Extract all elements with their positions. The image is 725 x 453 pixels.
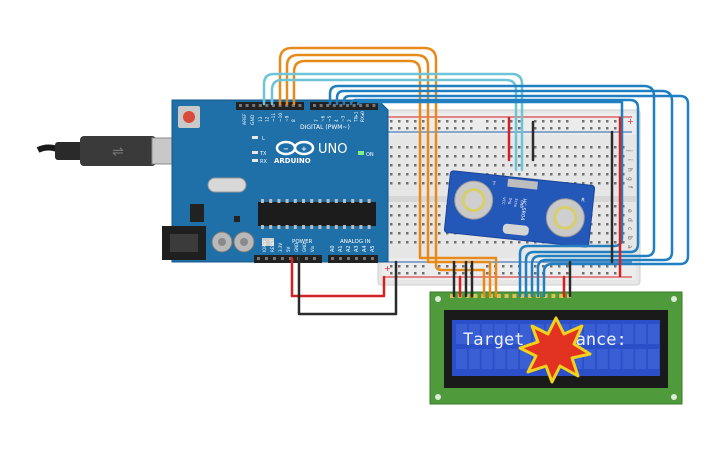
digital-pin-label: 13 bbox=[258, 116, 264, 122]
analog-pin-label: A4 bbox=[362, 245, 368, 252]
svg-text:GND: GND bbox=[519, 200, 524, 209]
svg-text:e: e bbox=[626, 209, 633, 213]
wire-red-power[interactable] bbox=[290, 256, 386, 298]
digital-pin-label: 4 bbox=[334, 119, 340, 122]
led-l bbox=[252, 136, 258, 139]
wire-blue-4[interactable] bbox=[349, 98, 640, 298]
digital-pin-label: ~5 bbox=[327, 115, 333, 122]
digital-pin-label: 8 bbox=[291, 119, 297, 122]
svg-text:c: c bbox=[626, 227, 633, 230]
led-tx bbox=[252, 151, 258, 154]
svg-text:i: i bbox=[626, 159, 633, 161]
digital-pin-label: RX◂0 bbox=[360, 111, 366, 122]
svg-text:j: j bbox=[626, 149, 633, 152]
analog-pin-label: A0 bbox=[330, 245, 336, 252]
svg-text:d: d bbox=[626, 218, 633, 222]
model-label: UNO bbox=[318, 142, 347, 157]
sensor-label: HC-SR04 bbox=[519, 198, 527, 221]
digital-header-right bbox=[310, 102, 378, 110]
power-led bbox=[358, 151, 364, 155]
power-pin-label: RESET bbox=[270, 239, 275, 252]
digital-pin-label: ~3 bbox=[340, 115, 346, 122]
wire-orange-1[interactable] bbox=[278, 46, 486, 298]
svg-text:POWER: POWER bbox=[292, 239, 313, 245]
wire-blue-1[interactable] bbox=[328, 84, 656, 298]
usb-icon: ⇌ bbox=[112, 144, 124, 160]
power-pin-label: 5V bbox=[286, 246, 291, 252]
svg-text:TX: TX bbox=[259, 151, 267, 157]
digital-pin-label: 2 bbox=[347, 119, 353, 122]
power-pin-label: GND bbox=[294, 243, 299, 252]
voltage-regulator bbox=[190, 204, 204, 222]
power-pin-label: Vin bbox=[310, 245, 315, 252]
digital-header-left bbox=[236, 102, 304, 110]
svg-text:T: T bbox=[491, 181, 497, 187]
digital-pin-label: ~10 bbox=[278, 113, 284, 122]
svg-text:Echo: Echo bbox=[513, 198, 518, 207]
rail-plus-label-bottom: + bbox=[384, 264, 391, 273]
svg-text:a: a bbox=[626, 245, 633, 249]
crystal-oscillator bbox=[207, 177, 247, 193]
svg-text:ON: ON bbox=[366, 152, 374, 158]
analog-pin-label: A1 bbox=[338, 245, 344, 252]
wire-blue-2[interactable] bbox=[335, 89, 674, 298]
burnt-warning-icon bbox=[518, 316, 592, 384]
svg-text:g: g bbox=[626, 177, 633, 181]
hc-sr04-sensor[interactable]: HC-SR04 T R VCC Trig Echo GND bbox=[443, 170, 596, 248]
digital-pin-label: 7 bbox=[314, 119, 320, 122]
digital-pin-label: 12 bbox=[265, 116, 271, 122]
digital-pin-label: ~6 bbox=[321, 115, 327, 122]
atmega-chip bbox=[258, 202, 376, 226]
svg-text:L: L bbox=[262, 136, 265, 142]
wire-light-blue-1[interactable] bbox=[262, 72, 524, 172]
power-pin-label: 3.3V bbox=[278, 243, 283, 252]
digital-pin-label: ~9 bbox=[284, 115, 290, 122]
wires[interactable] bbox=[262, 46, 690, 316]
svg-text:R: R bbox=[581, 197, 586, 203]
digital-pin-label: TX▸1 bbox=[354, 111, 360, 123]
svg-text:−: − bbox=[283, 145, 289, 153]
digital-label: DIGITAL (PWM~) bbox=[300, 124, 350, 131]
svg-text:ANALOG IN: ANALOG IN bbox=[340, 239, 371, 245]
analog-pin-label: A2 bbox=[346, 245, 352, 252]
digital-pin-label: ~11 bbox=[271, 113, 277, 122]
svg-text:VCC: VCC bbox=[501, 197, 506, 205]
arduino-logo: − + bbox=[275, 140, 315, 156]
sensor-crystal bbox=[502, 223, 529, 236]
svg-text:AREF: AREF bbox=[242, 113, 248, 125]
wire-orange-2[interactable] bbox=[285, 53, 492, 298]
svg-text:Trig: Trig bbox=[507, 197, 512, 205]
digital-pin-holes bbox=[239, 104, 376, 107]
wire-black-ground[interactable] bbox=[297, 256, 398, 316]
svg-text:GND: GND bbox=[250, 114, 256, 125]
led-rx bbox=[252, 159, 258, 162]
breadboard-row-labels: j i h g f e d c b a bbox=[626, 149, 633, 249]
power-header bbox=[254, 255, 322, 263]
analog-pin-label: A3 bbox=[354, 245, 360, 252]
svg-text:+: + bbox=[301, 145, 307, 153]
analog-header bbox=[328, 255, 378, 263]
svg-text:b: b bbox=[626, 236, 633, 240]
wire-orange-3[interactable] bbox=[292, 59, 498, 298]
analog-pin-label: A5 bbox=[370, 245, 376, 252]
brand-label: ARDUINO bbox=[274, 157, 311, 165]
svg-text:RX: RX bbox=[260, 159, 267, 165]
power-pin-label: GND bbox=[302, 243, 307, 252]
svg-text:h: h bbox=[626, 168, 633, 172]
power-pin-label: IOREF bbox=[262, 239, 267, 252]
svg-text:f: f bbox=[626, 186, 633, 189]
wire-blue-3[interactable] bbox=[342, 94, 690, 298]
power-analog-pin-holes bbox=[257, 257, 374, 260]
rail-plus-label: + bbox=[627, 117, 634, 126]
